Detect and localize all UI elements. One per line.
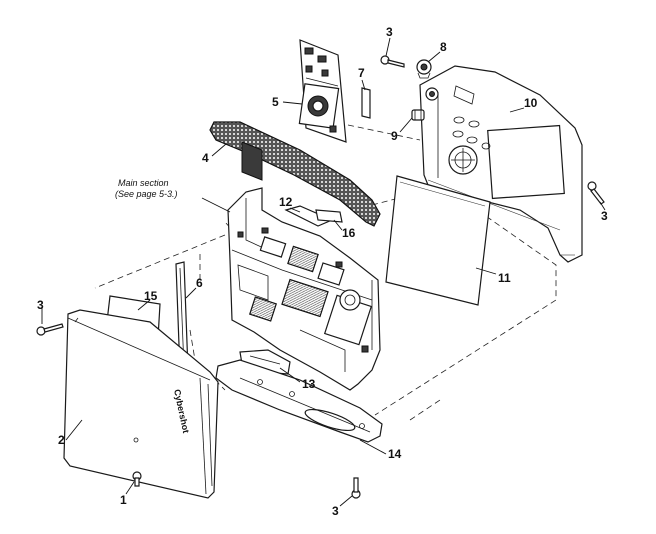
callout-1: 1: [120, 493, 127, 507]
part-11-lcd-window: [385, 175, 491, 306]
callout-12: 12: [279, 195, 293, 209]
callout-5: 5: [272, 95, 279, 109]
callout-4: 4: [202, 151, 209, 165]
callout-13: 13: [302, 377, 316, 391]
part-4-top-grip: [209, 121, 381, 227]
part-9-button: [411, 109, 425, 121]
part-16-sheet: [315, 209, 343, 223]
callout-3-top: 3: [386, 25, 393, 39]
alignment-lines: [94, 124, 557, 421]
part-7-flex-strip: [361, 87, 371, 119]
callout-16: 16: [342, 226, 356, 240]
part-1-screw: [132, 471, 142, 487]
main-section-note: Main section (See page 5-3.): [115, 178, 178, 199]
part-9-knob: [425, 87, 439, 101]
part-3-screw-left: [36, 323, 64, 336]
main-section-chassis: [227, 187, 381, 391]
callout-8: 8: [440, 40, 447, 54]
callout-11: 11: [498, 271, 511, 285]
part-3-screw-bottom: [351, 477, 361, 499]
callout-3-left: 3: [37, 298, 44, 312]
callout-10: 10: [524, 96, 538, 110]
part-10-rear-cover: [419, 65, 583, 263]
leader-lines: [41, 37, 606, 507]
callout-numbers: 3 8 7 5 9 10 4 12 16 3 11 6 15 3 13 14 2…: [37, 25, 608, 518]
part-5-control-board: [298, 39, 347, 143]
part-2-front-cover: Cybershot: [63, 309, 219, 499]
main-section-note-line-2: (See page 5-3.): [115, 189, 178, 199]
callout-6: 6: [196, 276, 203, 290]
part-3-screw-right: [587, 181, 605, 205]
callout-15: 15: [144, 289, 158, 303]
part-3-screw-top: [380, 55, 405, 68]
callout-3-bottom: 3: [332, 504, 339, 518]
part-14-bottom-plate: [215, 359, 383, 443]
callout-14: 14: [388, 447, 402, 461]
callout-2: 2: [58, 433, 65, 447]
callout-9: 9: [391, 129, 398, 143]
callout-7: 7: [358, 66, 365, 80]
part-8-button: [416, 59, 432, 79]
callout-3-right: 3: [601, 209, 608, 223]
main-section-note-line-1: Main section: [118, 178, 169, 188]
